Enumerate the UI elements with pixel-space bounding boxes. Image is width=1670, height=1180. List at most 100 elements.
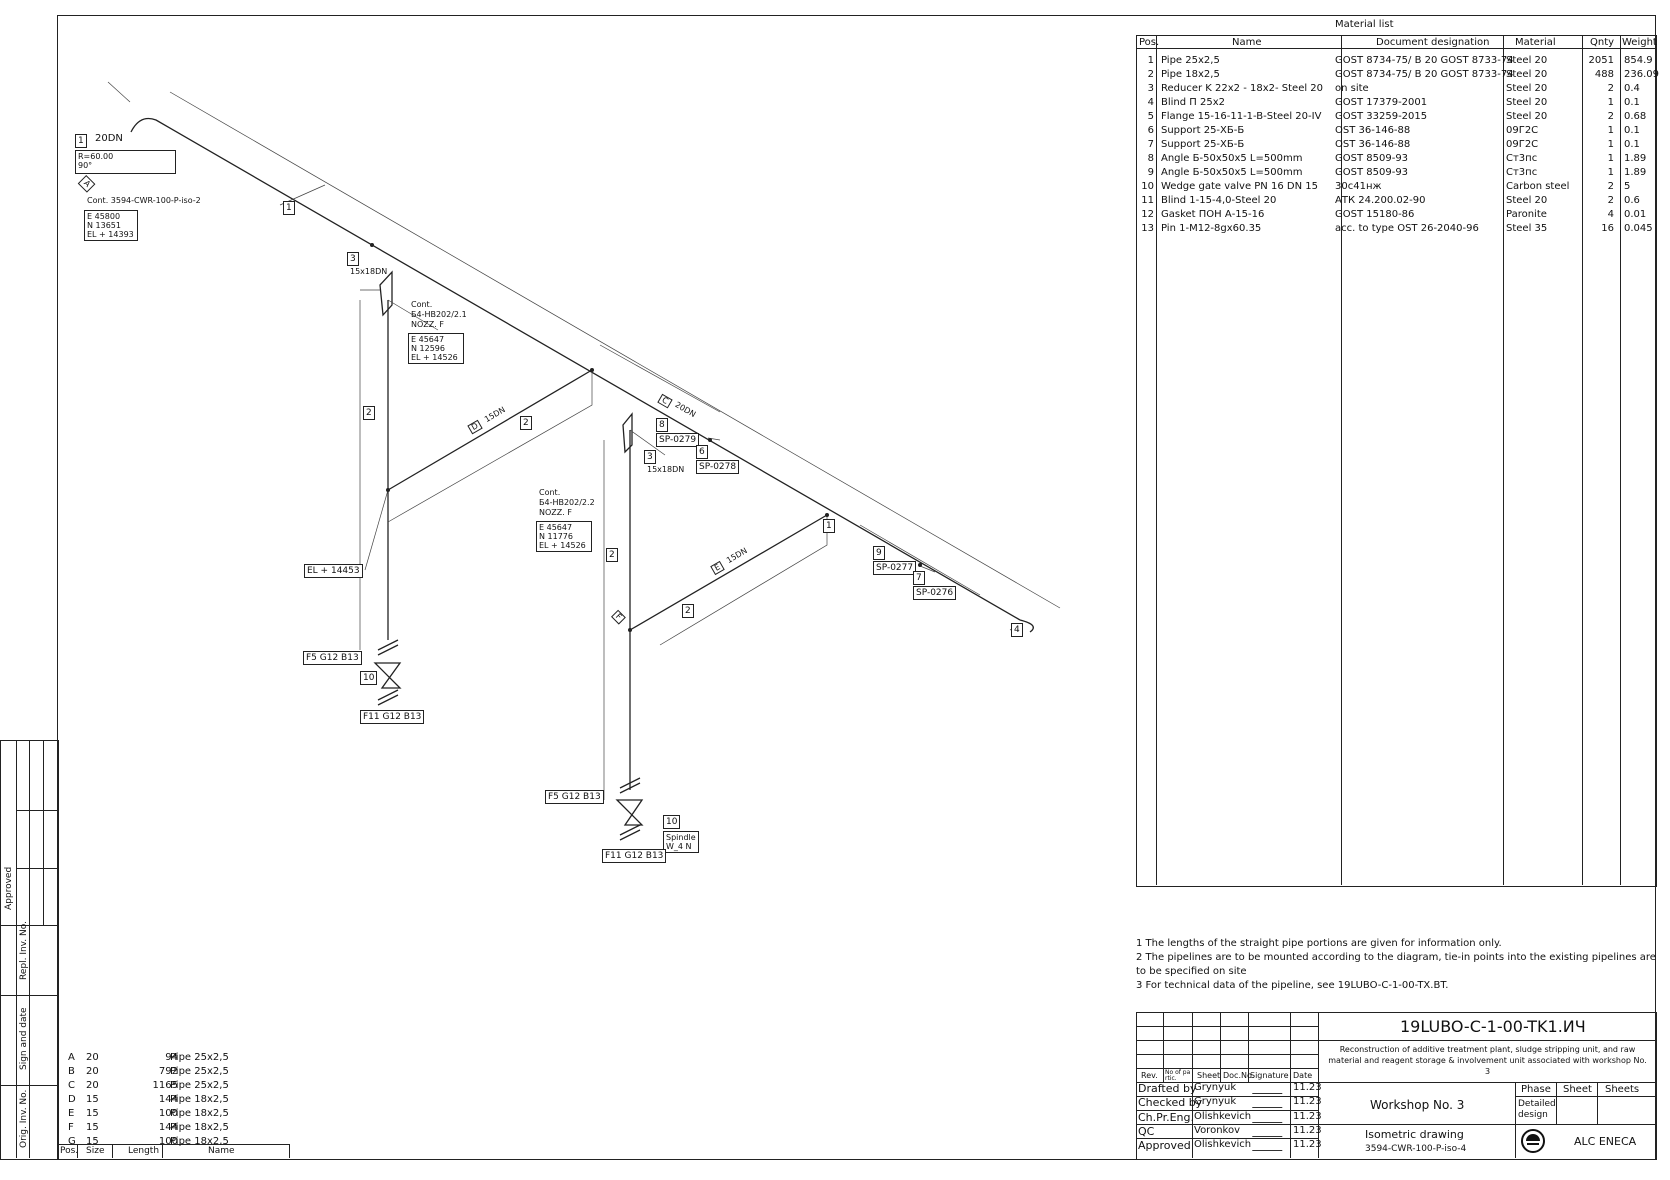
pipe-table-divider xyxy=(112,1144,113,1158)
pipe-cell-size: 15 xyxy=(86,1136,99,1147)
material-cell-pos: 5 xyxy=(1147,111,1154,122)
main-pipe xyxy=(130,117,1021,621)
tb-header-date: Date xyxy=(1293,1071,1313,1080)
pipe-cell-size: 20 xyxy=(86,1080,99,1091)
material-cell-material: Ст3пс xyxy=(1506,167,1538,178)
pos-tag: 2 xyxy=(606,548,618,562)
pipe-cell-length: 94 xyxy=(165,1052,178,1063)
material-cell-doc: GOST 8734-75/ B 20 GOST 8733-74 xyxy=(1335,55,1514,66)
material-cell-weight: 0.1 xyxy=(1624,139,1640,150)
strip-divider xyxy=(29,740,30,1158)
material-cell-name: Support 25-ХБ-Б xyxy=(1161,125,1245,136)
material-cell-pos: 2 xyxy=(1147,69,1154,80)
material-cell-pos: 3 xyxy=(1147,83,1154,94)
reducer-dn-label: 15x18DN xyxy=(647,465,685,474)
dn-label: 20DN xyxy=(95,133,123,144)
material-cell-weight: 1.89 xyxy=(1624,167,1647,178)
pipe-cell-length: 1165 xyxy=(152,1080,178,1091)
pos-tag: 3 xyxy=(347,252,359,266)
pipe-cell-size: 15 xyxy=(86,1108,99,1119)
valve-1 xyxy=(373,662,402,689)
tb-divider xyxy=(1597,1082,1598,1124)
tb-divider xyxy=(1515,1096,1655,1097)
title-block xyxy=(1136,1012,1657,1160)
support-tag: SP-0279 xyxy=(656,433,700,447)
header-name: Name xyxy=(1232,37,1262,48)
pos-tag: 2 xyxy=(363,406,375,420)
phase-value: Detailed design xyxy=(1518,1099,1556,1120)
strip-divider xyxy=(43,740,44,925)
tb-divider xyxy=(1318,1082,1655,1083)
orig-inv-label: Orig. Inv. No. xyxy=(19,1089,29,1148)
tb-divider xyxy=(1318,1040,1655,1041)
material-cell-pos: 8 xyxy=(1147,153,1154,164)
material-cell-weight: 0.68 xyxy=(1624,111,1647,122)
signatory-role: Drafted by xyxy=(1138,1082,1197,1095)
pipe-cell-name: Pipe 18x2,5 xyxy=(170,1094,229,1105)
signatory-date: 11.23 xyxy=(1293,1111,1322,1122)
pipe-header-pos: Pos. xyxy=(60,1146,79,1156)
material-cell-doc: GOST 17379-2001 xyxy=(1335,97,1428,108)
material-cell-name: Blind 1-15-4,0-Steel 20 xyxy=(1161,195,1277,206)
easting: E 45647 xyxy=(539,523,573,532)
material-cell-qnty: 2 xyxy=(1607,111,1614,122)
tb-divider xyxy=(1290,1012,1291,1158)
tb-divider xyxy=(1136,1138,1318,1139)
pipe-cell-length: 792 xyxy=(158,1066,178,1077)
material-cell-name: Wedge gate valve PN 16 DN 15 xyxy=(1161,181,1318,192)
note-line: 2 The pipelines are to be mounted accord… xyxy=(1136,952,1656,977)
valve-flange-tag: F5 G12 B13 xyxy=(545,790,604,804)
northing: N 12596 xyxy=(411,344,445,353)
pipe-cell-pos: F xyxy=(68,1122,74,1133)
strip-divider xyxy=(16,740,17,1158)
material-cell-name: Angle Б-50x50x5 L=500mm xyxy=(1161,167,1303,178)
material-cell-material: Steel 20 xyxy=(1506,55,1548,66)
material-cell-material: Steel 20 xyxy=(1506,111,1548,122)
cont-line: Б4-НВ202/2.2 xyxy=(539,498,595,507)
coordinates-box-3: E 45647 N 11776 EL + 14526 xyxy=(536,521,592,552)
coordinates-box-1: E 45800 N 13651 EL + 14393 xyxy=(84,210,138,241)
material-cell-doc: 30с41нж xyxy=(1335,181,1382,192)
signatory-name: Grynyuk xyxy=(1194,1096,1237,1107)
elevation: EL + 14526 xyxy=(411,353,458,362)
header-pos: Pos. xyxy=(1139,37,1160,48)
tb-divider xyxy=(1136,1040,1318,1041)
tb-divider xyxy=(1318,1012,1319,1158)
valve-flange-tag: F11 G12 B13 xyxy=(360,710,425,724)
spindle-value: W_4 N xyxy=(666,842,692,851)
header-weight: Weight xyxy=(1622,37,1657,48)
easting: E 45800 xyxy=(87,212,121,221)
material-cell-doc: OST 36-146-88 xyxy=(1335,139,1411,150)
material-cell-material: 09Г2С xyxy=(1506,125,1539,136)
drawing-number: 3594-CWR-100-P-iso-4 xyxy=(1365,1144,1467,1154)
col-divider xyxy=(1503,35,1504,885)
material-cell-material: 09Г2С xyxy=(1506,139,1539,150)
material-cell-qnty: 1 xyxy=(1607,167,1614,178)
signatory-role: Checked by xyxy=(1138,1096,1203,1109)
pipe-table-divider xyxy=(57,1144,289,1145)
cont-line: NOZZ. F xyxy=(539,508,572,517)
elevation-tag: EL + 14453 xyxy=(304,564,363,578)
signatory-date: 11.23 xyxy=(1293,1139,1322,1150)
pos-tag: 4 xyxy=(1011,623,1023,637)
elevation: EL + 14393 xyxy=(87,230,134,239)
pipe-header-size: Size xyxy=(86,1146,105,1156)
pos-tag: 9 xyxy=(873,546,885,560)
material-cell-weight: 0.01 xyxy=(1624,209,1647,220)
northing: N 13651 xyxy=(87,221,121,230)
tb-divider xyxy=(1136,1026,1318,1027)
signatory-role: QC xyxy=(1138,1125,1155,1138)
material-cell-weight: 0.4 xyxy=(1624,83,1640,94)
material-cell-qnty: 1 xyxy=(1607,153,1614,164)
material-cell-doc: GOST 8509-93 xyxy=(1335,153,1409,164)
pos-tag: 3 xyxy=(644,450,656,464)
material-cell-doc: GOST 8734-75/ B 20 GOST 8733-74 xyxy=(1335,69,1514,80)
material-cell-material: Ст3пс xyxy=(1506,153,1538,164)
continuation-label-3: Cont. Б4-НВ202/2.2 NOZZ. F xyxy=(539,488,595,518)
